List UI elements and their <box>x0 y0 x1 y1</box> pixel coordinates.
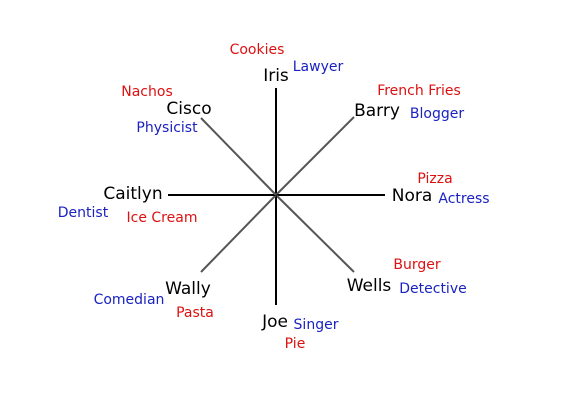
node-joe: Joe Pie Singer <box>261 312 339 352</box>
node-iris: Iris Cookies Lawyer <box>230 42 344 86</box>
food-cisco: Nachos <box>121 84 172 100</box>
name-joe: Joe <box>261 312 288 332</box>
food-caitlyn: Ice Cream <box>127 210 198 226</box>
spoke-wells <box>275 194 355 273</box>
spoke-cisco <box>200 117 277 196</box>
food-iris: Cookies <box>230 42 285 58</box>
job-joe: Singer <box>294 317 339 333</box>
node-wells: Wells Burger Detective <box>347 257 467 297</box>
spoke-wally <box>200 194 277 273</box>
job-cisco: Physicist <box>136 120 198 136</box>
spoke-barry <box>275 116 355 196</box>
name-wally: Wally <box>165 279 211 299</box>
job-wells: Detective <box>399 281 466 297</box>
name-nora: Nora <box>392 186 433 206</box>
food-wells: Burger <box>393 257 440 273</box>
node-wally: Wally Pasta Comedian <box>94 279 214 321</box>
name-barry: Barry <box>354 101 400 121</box>
node-barry: Barry French Fries Blogger <box>354 83 464 122</box>
food-joe: Pie <box>285 336 306 352</box>
name-wells: Wells <box>347 276 392 296</box>
name-iris: Iris <box>263 66 289 86</box>
job-nora: Actress <box>438 191 489 207</box>
food-nora: Pizza <box>417 171 452 187</box>
node-nora: Nora Pizza Actress <box>392 171 490 207</box>
food-barry: French Fries <box>377 83 461 99</box>
food-wally: Pasta <box>176 305 214 321</box>
job-iris: Lawyer <box>293 59 344 75</box>
name-caitlyn: Caitlyn <box>103 184 162 204</box>
name-cisco: Cisco <box>166 99 211 119</box>
node-cisco: Cisco Nachos Physicist <box>121 84 211 136</box>
node-caitlyn: Caitlyn Ice Cream Dentist <box>58 184 198 226</box>
spokes <box>168 88 385 305</box>
job-barry: Blogger <box>410 106 464 122</box>
job-caitlyn: Dentist <box>58 205 109 221</box>
job-wally: Comedian <box>94 292 165 308</box>
